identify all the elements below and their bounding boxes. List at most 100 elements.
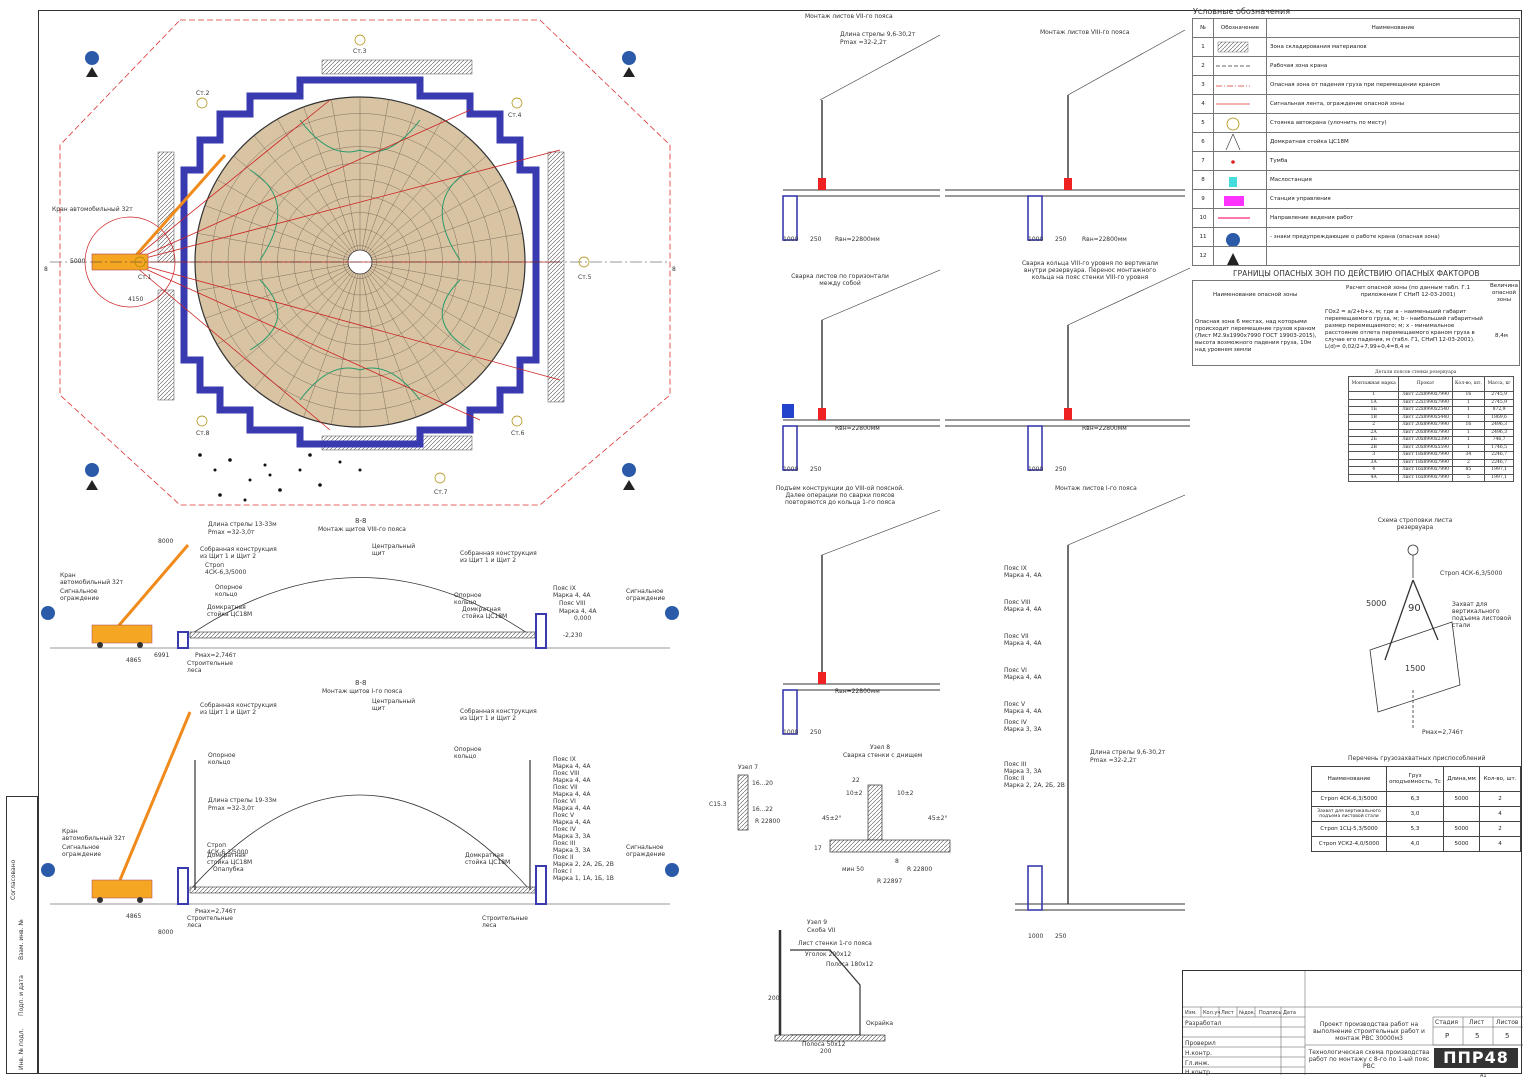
sling-grip: Захват для вертикального подъема листово…	[1452, 601, 1512, 629]
crane-boom-plan	[128, 154, 227, 263]
detail6-dim1000: 1000	[1028, 933, 1044, 940]
belt-9-mark: Марка 4, 4А	[553, 763, 591, 770]
tb-stage-h: Стадия	[1435, 1019, 1459, 1026]
roof-spoke	[363, 273, 417, 418]
zones-value: 8,4м	[1495, 333, 1508, 339]
section2-crane: Кран автомобильный 32т	[62, 828, 126, 842]
stand-2: Ст.2	[196, 90, 210, 97]
tb-col-date: Дата	[1283, 1010, 1296, 1016]
detail1-boom: Длина стрелы 9,6-30,2т	[840, 31, 916, 38]
plates-head-mass: Масса, кг	[1484, 376, 1514, 392]
legend-num: 8	[1192, 170, 1214, 190]
plate-cell: 1	[1451, 398, 1486, 407]
detail3-dim250: 250	[810, 466, 822, 473]
plate-cell: 2496,3	[1484, 428, 1514, 437]
legend-row: 11- знаки предупреждающие о работе крана…	[1192, 227, 1520, 247]
belt-7-mark: Марка 4, 4А	[553, 791, 591, 798]
detail3-dim1000: 1000	[783, 466, 799, 473]
sling-len: 5000	[1366, 599, 1387, 608]
rig-cell: 4,0	[1386, 836, 1444, 852]
section1-central: Центральный щит	[372, 543, 416, 557]
section1-pmax: Pmax =32-3,0т	[208, 529, 255, 536]
belt-2-mark: Марка 2, 2А, 2Б, 2В	[553, 861, 614, 868]
legend-name: Опасная зона от падения груза при переме…	[1266, 75, 1520, 95]
node8-title: Узел 8	[870, 744, 891, 751]
plate-cell: Лист 20х8990х7990	[1398, 421, 1453, 430]
sling-angle: 90	[1408, 603, 1421, 614]
plate-cell: 2745,9	[1484, 398, 1514, 407]
drawing-frame	[38, 10, 1522, 1074]
node8-45a: 45±2°	[822, 815, 842, 822]
plates-head-mark: Монтажная марка	[1347, 376, 1400, 392]
zones-calc: ГОх2 = а/2+b+х, м; где а - наименьший га…	[1325, 309, 1483, 350]
legend-sym	[1213, 170, 1267, 190]
belt-9: Пояс IX	[553, 756, 576, 763]
plate-cell: Лист 16х8990х7990	[1398, 466, 1453, 475]
section1-sling: Строп 4СК-6,3/5000	[205, 562, 247, 576]
belt-6-mark: Марка 4, 4А	[553, 805, 591, 812]
legend-num: 1	[1192, 37, 1214, 57]
roof-spoke	[204, 265, 349, 319]
roof-spoke	[370, 267, 503, 345]
d6-belt-5: Пояс V	[1004, 701, 1026, 708]
node8-50: мин 50	[842, 866, 864, 873]
roof-spoke	[253, 135, 353, 253]
axis-left: 8	[44, 266, 48, 273]
rig-table: Наименование Груз оподъемность, Тс Длина…	[1311, 766, 1521, 852]
rig-cell: 6,3	[1386, 791, 1444, 807]
legend-name: Тумба	[1266, 151, 1520, 171]
section1-dim8000: 8000	[158, 538, 174, 545]
section1-ring2: Опорное кольцо	[454, 592, 482, 606]
roof-spoke	[371, 233, 523, 261]
node7-c153: С15.3	[709, 801, 727, 808]
legend-head-num: №	[1192, 18, 1214, 38]
plate-cell: Лист 20х8990х5590	[1398, 443, 1453, 452]
legend-num: 6	[1192, 132, 1214, 152]
sling-scheme	[1369, 544, 1461, 730]
belt-4: Пояс IV	[553, 826, 576, 833]
plate-cell: 2246,7	[1484, 458, 1514, 467]
rig-head-len: Длина,мм	[1442, 766, 1481, 792]
section2-jack2: Домкратная стойка ЦС18М	[465, 852, 511, 866]
plate-cell: Лист 22х1990х7990	[1398, 398, 1453, 407]
stand-4: Ст.4	[508, 112, 522, 119]
d6-belt-7: Пояс VII	[1004, 633, 1029, 640]
detail2-title: Монтаж листов VIII-го пояса	[1040, 29, 1130, 36]
roof-spoke	[331, 99, 359, 251]
legend-sym	[1213, 94, 1267, 114]
legend-name: Зона складирования материалов	[1266, 37, 1520, 57]
plate-cell: 34	[1451, 451, 1486, 460]
plate-cell: 2	[1451, 458, 1486, 467]
rig-head-qty: Кол-во, шт.	[1479, 766, 1521, 792]
d6-belt-8: Пояс VIII	[1004, 599, 1031, 606]
plates-head-qty: Кол-во, шт.	[1451, 376, 1486, 392]
section1-signal: Сигнальное ограждение	[60, 588, 100, 602]
section1-ring: Опорное кольцо	[215, 584, 243, 598]
section2-assembled2: Собранная конструкция из Щит 1 и Щит 2	[460, 708, 537, 722]
rig-cell: Строп 1СЦ-5,3/5000	[1311, 821, 1387, 837]
format-label: А1	[1480, 1073, 1487, 1079]
stand-6: Ст.6	[511, 430, 525, 437]
legend-num: 10	[1192, 208, 1214, 228]
tb-role-gi: Гл.инж.	[1185, 1060, 1210, 1067]
plate-cell: Лист 16х8990х7990	[1398, 473, 1453, 482]
storage-zone-left2	[157, 289, 175, 401]
section1-load: Pмах=2,746т	[195, 652, 237, 659]
legend-num: 3	[1192, 75, 1214, 95]
section2-belt-list: Пояс IX Марка 4, 4А Пояс VIII Марка 4, 4…	[553, 756, 614, 882]
section2-pmax: Pmax =32-3,0т	[208, 805, 255, 812]
node8-45b: 45±2°	[928, 815, 948, 822]
plate-cell: Лист 20х8990х7990	[1398, 428, 1453, 437]
zones-col2: Расчет опасной зоны (по данным табл. Г.1…	[1346, 285, 1470, 298]
plate-cell: 2745,9	[1484, 391, 1514, 400]
zones-desc: Опасная зона 6 местах, над которыми прои…	[1195, 319, 1317, 353]
section2-sling: Строп 4СК-6,3/5000	[207, 842, 249, 856]
